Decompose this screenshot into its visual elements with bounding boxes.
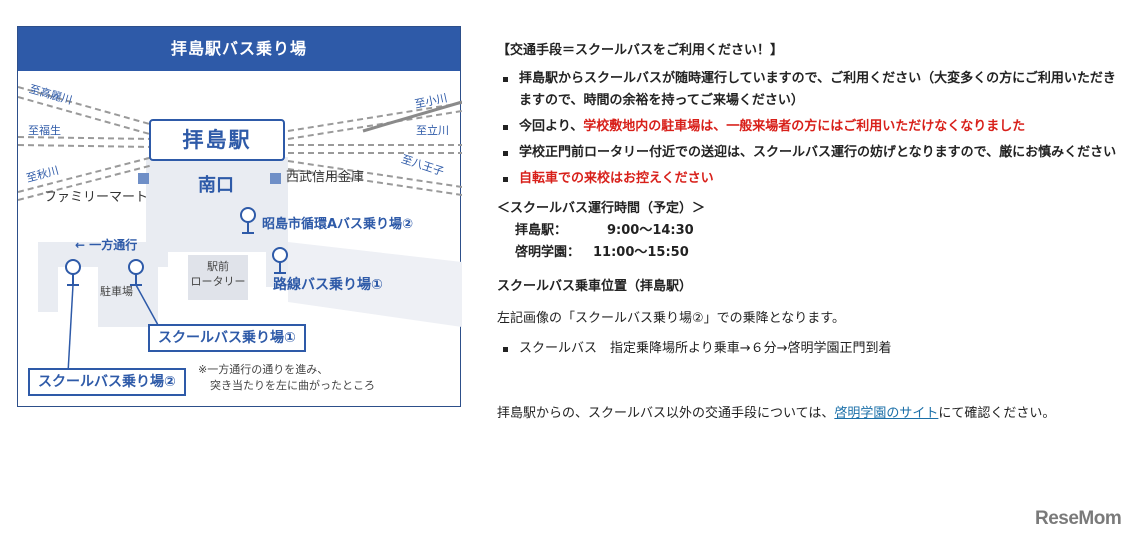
article-content: 【交通手段＝スクールバスをご利用ください！】 拝島駅からスクールバスが随時運行し… xyxy=(497,40,1117,428)
parking-area xyxy=(98,257,158,327)
one-way-label: ← 一方通行 xyxy=(75,238,138,252)
station-bus-map: 拝島駅バス乗り場 xyxy=(17,26,462,407)
list-item: スクールバス 指定乗降場所より乗車→６分→啓明学園正門到着 xyxy=(497,338,1117,360)
rotary-label: 駅前 ロータリー xyxy=(190,260,246,288)
notice-red-2: 学校敷地内の駐車場は、一般来場者の方にはご利用いただけなくなりました xyxy=(583,119,1026,134)
other-transport-text: 拝島駅からの、スクールバス以外の交通手段については、啓明学園のサイトにて確認くだ… xyxy=(497,400,1117,428)
schedule-label: 啓明学園： xyxy=(515,245,581,260)
notice-text-1: 拝島駅からスクールバスが随時運行していますので、ご利用ください（大変多くの方にご… xyxy=(519,71,1116,108)
list-item: 学校正門前ロータリー付近での送迎は、スクールバス運行の妨げとなりますので、厳にお… xyxy=(497,142,1117,164)
school-bus-stop-1-callout: スクールバス乗り場① xyxy=(148,324,306,352)
other-text-before: 拝島駅からの、スクールバス以外の交通手段については、 xyxy=(497,406,835,421)
list-item: 自転車での来校はお控えください xyxy=(497,168,1117,190)
list-item: 今回より、学校敷地内の駐車場は、一般来場者の方にはご利用いただけなくなりました xyxy=(497,116,1117,138)
direction-fussa: 至福生 xyxy=(28,124,61,137)
note-line-1: ※一方通行の通りを進み、 xyxy=(198,363,329,376)
schedule-time: 11:00〜15:50 xyxy=(593,245,689,260)
resemom-logo: ReseMom xyxy=(1035,508,1122,529)
station-label: 拝島駅 xyxy=(149,119,285,161)
notice-list: 拝島駅からスクールバスが随時運行していますので、ご利用ください（大変多くの方にご… xyxy=(497,68,1117,190)
road-line xyxy=(362,100,462,133)
south-exit-label: 南口 xyxy=(198,175,234,196)
family-mart-label: ファミリーマート xyxy=(44,190,149,205)
map-graphics xyxy=(18,86,462,374)
road-east xyxy=(288,242,462,327)
seibu-shinkin-label: 西武信用金庫 xyxy=(286,170,365,185)
bus-stop-pins xyxy=(65,207,288,286)
family-mart-marker xyxy=(138,173,149,184)
other-text-after: にて確認ください。 xyxy=(938,406,1056,421)
schedule-row: 啓明学園： 11:00〜15:50 xyxy=(497,242,1117,264)
transport-heading: 【交通手段＝スクールバスをご利用ください！】 xyxy=(497,43,784,58)
parking-label: 駐車場 xyxy=(100,285,133,298)
station-plaza xyxy=(146,157,288,287)
note-line-2: 突き当たりを左に曲がったところ xyxy=(210,379,375,392)
notice-text-3: 学校正門前ロータリー付近での送迎は、スクールバス運行の妨げとなりますので、厳にお… xyxy=(519,145,1117,160)
shinkin-marker xyxy=(270,173,281,184)
boarding-bullet-text: スクールバス 指定乗降場所より乗車→６分→啓明学園正門到着 xyxy=(519,341,892,356)
schedule-heading: ＜スクールバス運行時間（予定）＞ xyxy=(497,201,706,216)
schedule-time: 9:00〜14:30 xyxy=(607,223,694,238)
keimei-site-link[interactable]: 啓明学園のサイト xyxy=(834,406,939,421)
rotary-area xyxy=(188,255,248,300)
leader-line-1 xyxy=(135,284,159,326)
schedule-row: 拝島駅： 9:00〜14:30 xyxy=(497,220,1117,242)
map-title: 拝島駅バス乗り場 xyxy=(18,27,460,71)
leader-line-2 xyxy=(67,284,74,374)
akishima-bus-stop-label: 昭島市循環Aバス乗り場② xyxy=(262,217,414,232)
boarding-heading: スクールバス乗車位置（拝島駅） xyxy=(497,279,693,294)
list-item: 拝島駅からスクールバスが随時運行していますので、ご利用ください（大変多くの方にご… xyxy=(497,68,1117,112)
notice-prefix-2: 今回より、 xyxy=(519,119,584,134)
rail-tracks xyxy=(18,86,462,201)
schedule-label: 拝島駅： xyxy=(515,223,568,238)
boarding-text: 左記画像の「スクールバス乗り場②」での乗降となります。 xyxy=(497,311,845,326)
direction-tachikawa: 至立川 xyxy=(416,124,449,137)
route-bus-stop-label: 路線バス乗り場① xyxy=(273,277,383,293)
school-bus-stop-2-callout: スクールバス乗り場② xyxy=(28,368,186,396)
notice-red-4: 自転車での来校はお控えください xyxy=(519,171,714,186)
boarding-list: スクールバス 指定乗降場所より乗車→６分→啓明学園正門到着 xyxy=(497,338,1117,360)
